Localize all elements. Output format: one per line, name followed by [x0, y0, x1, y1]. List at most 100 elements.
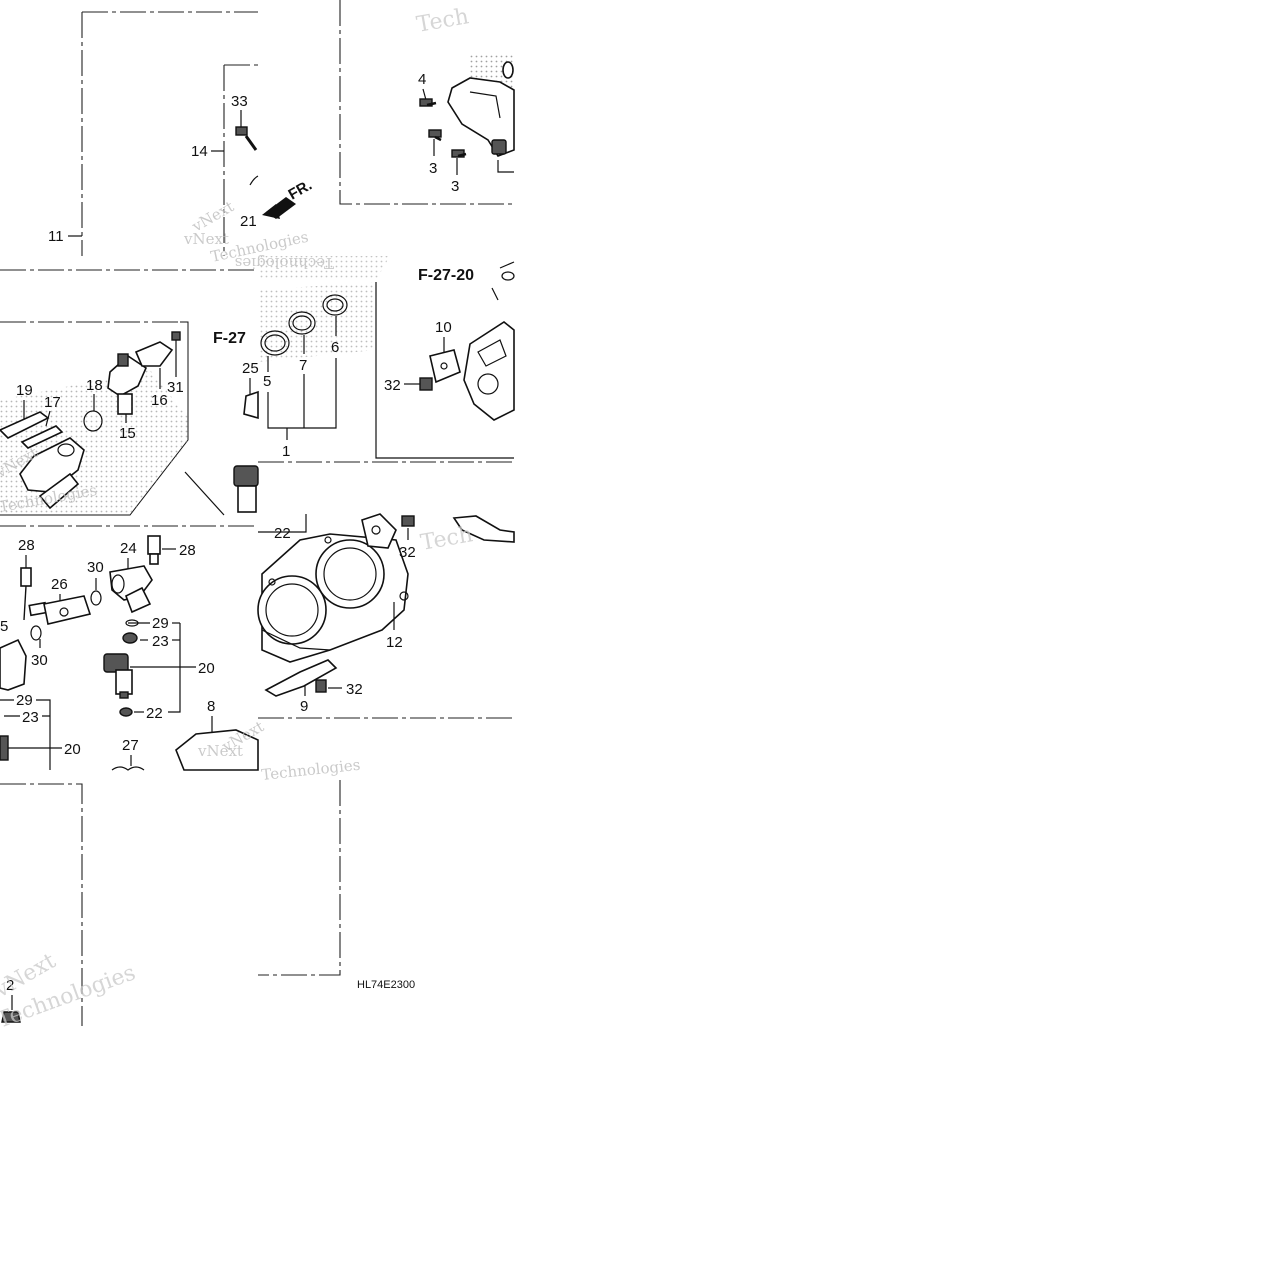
- bolt-32-icon: [401, 515, 415, 527]
- bracket-9-icon: [264, 659, 338, 697]
- front-direction-arrow-icon: [262, 197, 296, 219]
- watermark-text: Technologies: [261, 756, 362, 784]
- label-28-a: 28: [18, 537, 35, 554]
- label-17: 17: [44, 394, 61, 411]
- label-20-b: 20: [64, 741, 81, 758]
- label-18: 18: [86, 377, 103, 394]
- label-10: 10: [435, 319, 452, 336]
- label-31: 31: [167, 379, 184, 396]
- label-5-b: 5: [0, 618, 8, 635]
- tile-top-middle: Tech 4 3 3 FR.: [262, 0, 515, 219]
- sensor-15-icon: [107, 353, 148, 415]
- front-direction-label: FR.: [286, 177, 315, 204]
- gasket-17-icon: [20, 425, 64, 449]
- label-27: 27: [122, 737, 139, 754]
- label-16: 16: [151, 392, 168, 409]
- injector-20-icon: [103, 653, 133, 699]
- label-29-b: 29: [16, 692, 33, 709]
- label-22-b: 22: [274, 525, 291, 542]
- bolt-2-icon: [1, 1011, 21, 1023]
- label-15: 15: [119, 425, 136, 442]
- label-32-b: 32: [399, 544, 416, 561]
- bolt-33-icon: [235, 126, 258, 151]
- sensor-28-icon: [147, 535, 161, 565]
- tile-lower-middle: Technologies HL74E2300: [258, 756, 415, 991]
- label-1: 1: [282, 443, 290, 460]
- label-2: 2: [6, 977, 14, 994]
- label-28-b: 28: [179, 542, 196, 559]
- gasket-16-icon: [134, 341, 174, 367]
- seal-23-icon: [122, 632, 138, 644]
- gasket-ring-6-icon: [322, 294, 348, 316]
- label-23-a: 23: [152, 633, 169, 650]
- reference-f-27[interactable]: F-27: [213, 330, 246, 347]
- throttle-sensor-icon: [463, 321, 515, 421]
- thermostat-housing-icon: [19, 437, 85, 510]
- bolt-4-icon: [419, 98, 437, 107]
- gasket-ring-7-icon: [288, 311, 316, 335]
- watermark-text: Technologies: [235, 254, 334, 272]
- sensor-28-icon: [20, 567, 32, 621]
- label-24: 24: [120, 540, 137, 557]
- injector-icon: [233, 465, 259, 513]
- watermark-text: vNext: [197, 742, 243, 760]
- cover-8-icon: [175, 729, 259, 771]
- label-30-a: 30: [87, 559, 104, 576]
- water-pipe-24-icon: [109, 565, 153, 614]
- bolt-3-icon: [428, 129, 442, 142]
- label-23-b: 23: [22, 709, 39, 726]
- gasket-10-icon: [429, 349, 461, 384]
- washer-29-icon: [125, 619, 139, 627]
- label-11: 11: [48, 228, 64, 245]
- label-3-a: 3: [429, 160, 437, 177]
- hose-icon: [452, 515, 515, 543]
- label-5-a: 5: [263, 373, 271, 390]
- pipe-26-icon: [28, 595, 92, 625]
- gasket-ring-5-icon: [260, 330, 290, 356]
- label-29-a: 29: [152, 615, 169, 632]
- watermark-text: vNext: [183, 230, 229, 248]
- label-21: 21: [240, 213, 257, 230]
- bolt-3-icon: [451, 149, 467, 158]
- label-7: 7: [299, 357, 307, 374]
- diagram-code: HL74E2300: [357, 979, 415, 991]
- label-12: 12: [386, 634, 403, 651]
- injector-20-icon: [0, 735, 9, 761]
- o-ring-18-icon: [83, 410, 103, 432]
- label-32-a: 32: [384, 377, 401, 394]
- label-8: 8: [207, 698, 215, 715]
- label-4: 4: [418, 71, 426, 88]
- watermark-text: Tech: [419, 522, 475, 556]
- bolt-31-icon: [171, 331, 181, 341]
- label-19: 19: [16, 382, 33, 399]
- label-25: 25: [242, 360, 259, 377]
- o-ring-30-icon: [30, 625, 42, 641]
- thermostat-cover-icon: [0, 638, 27, 691]
- o-ring-30-icon: [90, 590, 102, 606]
- label-20-a: 20: [198, 660, 215, 677]
- seal-22-icon: [119, 707, 133, 717]
- sensor-25-icon: [243, 390, 259, 420]
- tile-lower-left: 2 vNext Technologies: [0, 783, 139, 1034]
- watermark-text: Tech: [415, 4, 471, 38]
- label-14: 14: [191, 143, 208, 160]
- label-3-b: 3: [451, 178, 459, 195]
- bolt-32-icon: [419, 377, 433, 391]
- tile-bottom-left: 28 28 24 26 30 30 5: [0, 535, 267, 771]
- label-26: 26: [51, 576, 68, 593]
- bolt-32-icon: [315, 679, 327, 693]
- label-30-b: 30: [31, 652, 48, 669]
- label-33: 33: [231, 93, 248, 110]
- ignition-coil-icon: [447, 61, 515, 157]
- tile-middle-middle: Technologies F-27-20 5 7 6 1 10: [235, 254, 515, 463]
- label-32-c: 32: [346, 681, 363, 698]
- label-9: 9: [300, 698, 308, 715]
- throttle-body-icon: [257, 513, 409, 663]
- tile-middle-left: F-27 31 16 15 18 19 17 vNext Technologie…: [0, 269, 259, 527]
- reference-f-27-20[interactable]: F-27-20: [418, 267, 474, 284]
- label-6: 6: [331, 339, 339, 356]
- tile-bottom-middle: 22 32 Tech 12 9 32: [257, 513, 515, 719]
- label-22-a: 22: [146, 705, 163, 722]
- tile-top-left: 11 14 33 21 vNext vNext Technologies: [48, 11, 310, 266]
